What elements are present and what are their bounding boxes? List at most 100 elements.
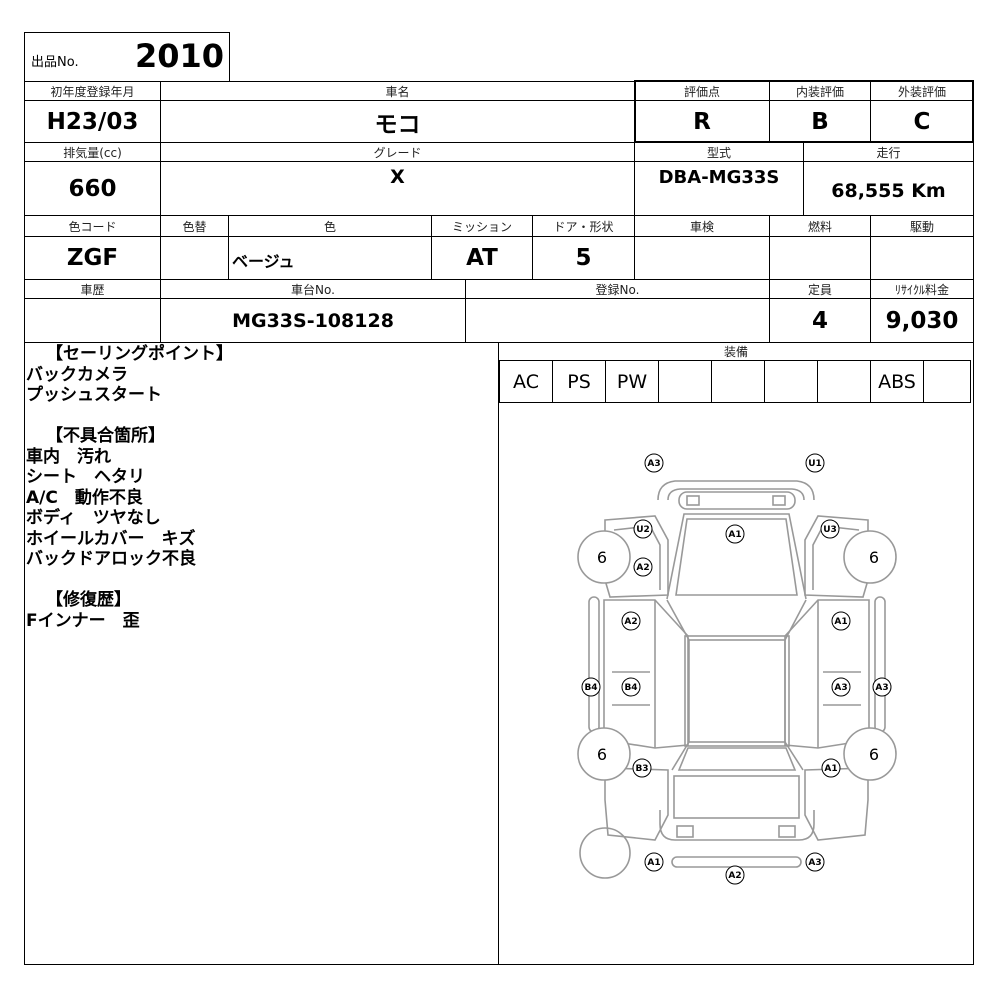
defect-item: ボディ ツヤなし <box>26 508 161 528</box>
color-value: ベージュ <box>232 252 295 271</box>
chassis-label: 車台No. <box>291 282 335 297</box>
svg-text:A3: A3 <box>808 858 821 868</box>
repaint-label: 色替 <box>182 219 207 234</box>
damage-mark: A1 <box>831 611 851 631</box>
inspection-label: 車検 <box>689 219 714 234</box>
tire-front-right: 6 <box>843 530 897 584</box>
equipment-item <box>924 361 970 402</box>
fuel-value <box>770 237 870 279</box>
grade-label: グレード <box>373 145 422 160</box>
damage-mark: U3 <box>820 519 840 539</box>
damage-mark: U1 <box>805 453 825 473</box>
model-label: 型式 <box>706 145 731 160</box>
repaint-value <box>161 237 228 279</box>
color-code-label: 色コード <box>68 219 117 234</box>
damage-mark: B4 <box>621 677 641 697</box>
damage-mark: A1 <box>644 852 664 872</box>
svg-text:U1: U1 <box>808 459 822 469</box>
svg-text:A2: A2 <box>624 617 637 627</box>
equipment-item: PW <box>606 361 659 402</box>
model-value: DBA-MG33S <box>658 166 780 188</box>
displacement-value: 660 <box>68 175 117 202</box>
first-reg-label: 初年度登録年月 <box>50 84 135 99</box>
repair-history-title: 【修復歴】 <box>46 590 131 610</box>
damage-mark: A3 <box>644 453 664 473</box>
score-value: R <box>693 108 711 135</box>
car-name-value: モコ <box>374 111 421 138</box>
lot-label: 出品No. <box>31 55 79 70</box>
svg-text:6: 6 <box>597 548 607 567</box>
svg-text:6: 6 <box>597 745 607 764</box>
defect-item: バックドアロック不良 <box>26 549 196 569</box>
damage-mark: A1 <box>725 524 745 544</box>
mileage-value: 68,555 Km <box>831 180 946 202</box>
equipment-item <box>659 361 712 402</box>
defect-item: A/C 動作不良 <box>26 487 143 508</box>
svg-text:A3: A3 <box>647 459 660 469</box>
damage-mark: A2 <box>725 865 745 885</box>
notes-panel: 【セーリングポイント】 バックカメラ プッシュスタート 【不具合箇所】 車内 汚… <box>26 344 496 631</box>
lot-box: 出品No. 2010 <box>24 32 230 81</box>
reg-no-value <box>466 299 769 342</box>
score-label: 評価点 <box>683 84 720 99</box>
car-damage-diagram: 6 6 6 6 A3 U1 A1 U2 U3 A2 A2 A1 B4 B4 A3… <box>577 453 897 885</box>
damage-mark: A1 <box>821 758 841 778</box>
svg-text:B4: B4 <box>624 683 637 693</box>
svg-text:A1: A1 <box>647 858 660 868</box>
svg-text:A3: A3 <box>875 683 888 693</box>
mission-value: AT <box>466 245 498 271</box>
doors-value: 5 <box>575 245 592 271</box>
selling-point-item: バックカメラ <box>26 364 128 385</box>
capacity-value: 4 <box>811 307 828 334</box>
color-label: 色 <box>323 219 336 234</box>
exterior-label: 外装評価 <box>897 84 946 99</box>
equipment-label: 装備 <box>723 345 748 359</box>
drive-value <box>871 237 973 279</box>
mission-label: ミッション <box>451 219 512 234</box>
recycle-value: 9,030 <box>885 307 959 334</box>
svg-text:U3: U3 <box>823 525 837 535</box>
equipment-item <box>765 361 818 402</box>
mileage-label: 走行 <box>876 145 901 160</box>
color-code-value: ZGF <box>66 245 119 271</box>
recycle-label: ﾘｻｲｸﾙ料金 <box>894 282 949 297</box>
fuel-label: 燃料 <box>807 219 832 234</box>
exterior-value: C <box>913 108 931 135</box>
equipment-item: ABS <box>871 361 924 402</box>
defect-item: 車内 汚れ <box>26 446 111 467</box>
equipment-item <box>712 361 765 402</box>
displacement-label: 排気量(cc) <box>63 145 122 160</box>
selling-points-title: 【セーリングポイント】 <box>46 344 233 364</box>
defect-item: シート ヘタリ <box>26 467 145 487</box>
svg-text:U2: U2 <box>636 525 650 535</box>
inspection-value <box>635 237 769 279</box>
history-value <box>25 299 160 342</box>
damage-mark: A3 <box>872 677 892 697</box>
svg-text:A2: A2 <box>636 563 649 573</box>
svg-text:A1: A1 <box>824 764 837 774</box>
doors-label: ドア・形状 <box>553 219 614 234</box>
svg-text:A1: A1 <box>834 617 847 627</box>
tire-front-left: 6 <box>577 530 631 584</box>
tire-rear-right: 6 <box>843 727 897 781</box>
damage-marks: A3 U1 A1 U2 U3 A2 A2 A1 B4 B4 A3 A3 B3 A… <box>581 453 892 885</box>
damage-mark: A3 <box>831 677 851 697</box>
first-reg-value: H23/03 <box>46 108 139 135</box>
equipment-item: AC <box>500 361 553 402</box>
interior-label: 内装評価 <box>795 84 844 99</box>
interior-value: B <box>811 108 829 135</box>
svg-text:6: 6 <box>869 745 879 764</box>
damage-mark: A3 <box>805 852 825 872</box>
damage-mark: B4 <box>581 677 601 697</box>
defect-item: ホイールカバー キズ <box>26 528 196 549</box>
tire-rear-left: 6 <box>577 727 631 781</box>
lot-number: 2010 <box>135 37 225 75</box>
equipment-grid: AC PS PW ABS <box>499 360 971 403</box>
repair-item: Fインナー 歪 <box>26 610 140 631</box>
svg-text:A1: A1 <box>728 530 741 540</box>
svg-text:B3: B3 <box>635 764 648 774</box>
grade-value: X <box>390 166 405 188</box>
damage-mark: A2 <box>633 557 653 577</box>
car-outline <box>579 480 886 879</box>
capacity-label: 定員 <box>807 282 832 297</box>
